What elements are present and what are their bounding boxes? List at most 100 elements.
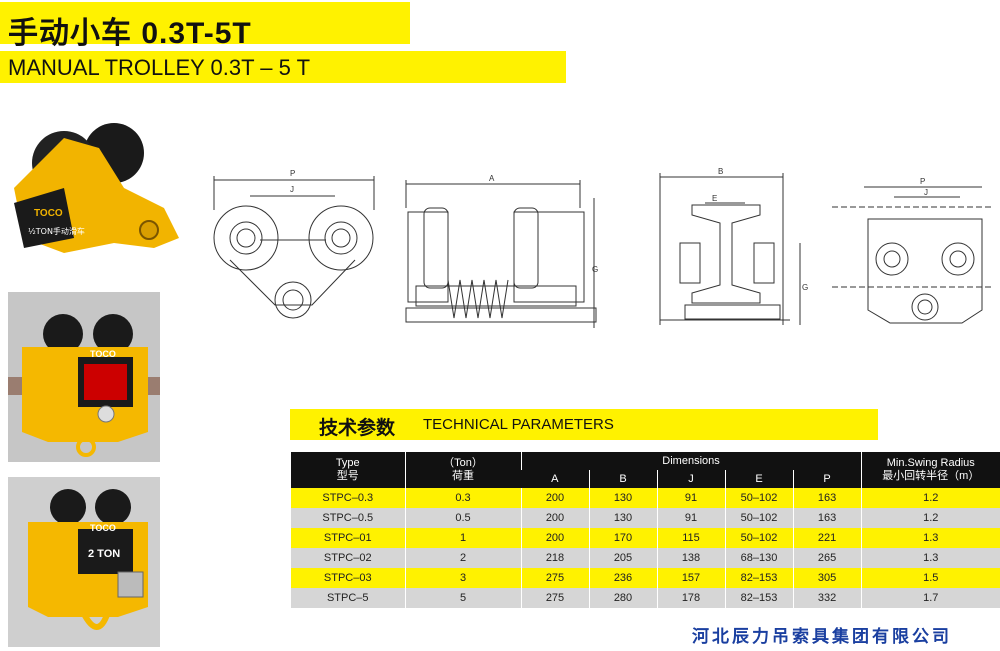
- photo1-brand: TOCO: [34, 208, 63, 219]
- table-cell: 332: [792, 588, 862, 608]
- subtitle-bar: MANUAL TROLLEY 0.3T – 5 T: [0, 51, 566, 83]
- table-cell: 1.3: [860, 528, 1000, 548]
- table-cell: 163: [792, 488, 862, 508]
- table-cell: 138: [656, 548, 725, 568]
- photo3-label: 2 TON: [88, 548, 120, 560]
- table-cell: 0.5: [404, 508, 521, 528]
- table-cell: 200: [520, 508, 589, 528]
- col-radius-en: Min.Swing Radius: [886, 457, 975, 469]
- table-cell: 280: [588, 588, 657, 608]
- col-e-header: E: [724, 470, 793, 488]
- col-ton-zh: 荷重: [452, 470, 474, 482]
- drawing-front-view: A G: [396, 168, 606, 338]
- table-cell: 50–102: [724, 488, 793, 508]
- table-cell: STPC–02: [291, 548, 405, 568]
- col-type-en: Type: [335, 457, 360, 469]
- table-cell: 275: [520, 588, 589, 608]
- col-type-zh: 型号: [336, 470, 359, 482]
- col-a-header: A: [521, 470, 589, 488]
- d1-j-label: J: [290, 185, 294, 194]
- table-cell: 1: [404, 528, 521, 548]
- table-cell: 82–153: [724, 568, 793, 588]
- photo3-brand: TOCO: [90, 523, 116, 533]
- table-cell: 91: [656, 508, 725, 528]
- table-cell: 200: [520, 528, 589, 548]
- company-name: 河北辰力吊索具集团有限公司: [692, 627, 952, 647]
- d2-g-label: G: [592, 265, 598, 274]
- product-photo-3: TOCO 2 TON: [8, 477, 160, 647]
- d2-a-label: A: [489, 174, 495, 183]
- d4-j-label: J: [924, 188, 928, 197]
- table-cell: 178: [656, 588, 725, 608]
- col-b-header: B: [588, 470, 657, 488]
- table-cell: 221: [792, 528, 862, 548]
- table-cell: 236: [588, 568, 657, 588]
- table-cell: 115: [656, 528, 725, 548]
- table-cell: 1.7: [860, 588, 1000, 608]
- table-cell: 130: [588, 508, 657, 528]
- col-ton-en: （Ton）: [443, 457, 483, 469]
- photo2-brand: TOCO: [90, 349, 116, 359]
- table-cell: 68–130: [724, 548, 793, 568]
- table-cell: 200: [520, 488, 589, 508]
- table-cell: 1.3: [860, 548, 1000, 568]
- table-cell: 205: [588, 548, 657, 568]
- table-cell: 305: [792, 568, 862, 588]
- title-bar: 手动小车 0.3T-5T: [0, 2, 410, 50]
- table-cell: 50–102: [724, 508, 793, 528]
- col-ton-header: （Ton） 荷重: [404, 452, 521, 488]
- table-cell: 218: [520, 548, 589, 568]
- table-cell: 91: [656, 488, 725, 508]
- page-title-en: MANUAL TROLLEY 0.3T – 5 T: [8, 55, 311, 80]
- table-cell: 1.2: [860, 508, 1000, 528]
- table-cell: 275: [520, 568, 589, 588]
- photo1-label: ½TON手动滑车: [28, 226, 85, 236]
- params-table: Type 型号 （Ton） 荷重 Dimensions Min.Swing Ra…: [291, 452, 1000, 608]
- table-cell: 1.5: [860, 568, 1000, 588]
- table-cell: STPC–0.3: [291, 488, 405, 508]
- page-title-zh: 手动小车 0.3T-5T: [8, 17, 252, 50]
- tech-params-bar: 技术参数 TECHNICAL PARAMETERS: [290, 409, 878, 440]
- table-cell: 163: [792, 508, 862, 528]
- table-cell: 3: [404, 568, 521, 588]
- drawing-side-view: P J: [200, 160, 390, 330]
- d3-e-label: E: [712, 194, 717, 203]
- table-cell: 130: [588, 488, 657, 508]
- table-cell: 265: [792, 548, 862, 568]
- d3-g-label: G: [802, 283, 808, 292]
- table-cell: 82–153: [724, 588, 793, 608]
- col-dimensions-header: Dimensions: [520, 452, 862, 470]
- table-cell: STPC–5: [291, 588, 405, 608]
- col-p-header: P: [792, 470, 862, 488]
- table-cell: STPC–03: [291, 568, 405, 588]
- table-cell: 5: [404, 588, 521, 608]
- drawing-plan-view: P J: [832, 175, 992, 340]
- col-radius-header: Min.Swing Radius 最小回转半径（m）: [860, 452, 1000, 488]
- tech-title-en: TECHNICAL PARAMETERS: [423, 416, 614, 433]
- col-radius-zh: 最小回转半径（m）: [882, 470, 980, 482]
- table-cell: 1.2: [860, 488, 1000, 508]
- table-cell: 2: [404, 548, 521, 568]
- table-cell: STPC–0.5: [291, 508, 405, 528]
- table-cell: 0.3: [404, 488, 521, 508]
- tech-title-zh: 技术参数: [319, 418, 396, 439]
- col-j-header: J: [656, 470, 725, 488]
- d3-b-label: B: [718, 167, 723, 176]
- drawing-end-view: B E G: [650, 165, 825, 345]
- table-cell: STPC–01: [291, 528, 405, 548]
- col-type-header: Type 型号: [291, 452, 405, 488]
- d1-p-label: P: [290, 169, 295, 178]
- table-cell: 157: [656, 568, 725, 588]
- product-photo-1: TOCO ½TON手动滑车: [4, 118, 190, 278]
- table-cell: 170: [588, 528, 657, 548]
- table-cell: 50–102: [724, 528, 793, 548]
- product-photo-2: TOCO: [8, 292, 160, 462]
- d4-p-label: P: [920, 177, 925, 186]
